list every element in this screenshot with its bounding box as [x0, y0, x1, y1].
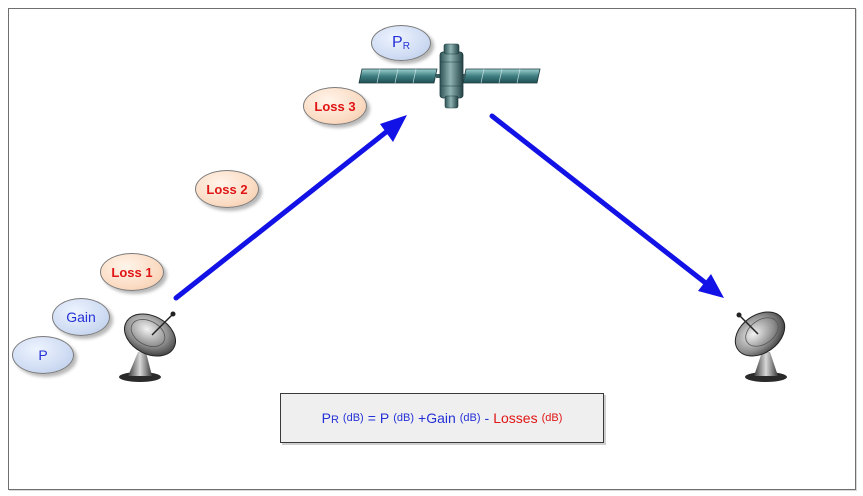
received-power-bubble: PR: [371, 25, 431, 61]
received-power-label: PR: [392, 34, 410, 52]
loss1-bubble: Loss 1: [100, 253, 164, 291]
formula-minus: -: [484, 410, 490, 426]
uplink-arrow: [173, 115, 407, 301]
transmit-dish-icon: [119, 311, 176, 382]
loss2-label: Loss 2: [206, 181, 248, 197]
formula-gain: +Gain: [418, 410, 456, 426]
satellite-icon: [358, 43, 541, 109]
formula-losses-unit: (dB): [541, 412, 563, 424]
link-budget-formula: PR (dB) = P (dB) +Gain (dB) - Losses (dB…: [280, 393, 604, 443]
formula-gain-unit: (dB): [459, 412, 481, 424]
formula-p-unit: (dB): [393, 412, 415, 424]
loss3-bubble: Loss 3: [303, 87, 367, 125]
receive-dish-icon: [734, 311, 787, 382]
power-label: P: [38, 347, 48, 363]
gain-bubble: Gain: [52, 298, 110, 336]
downlink-arrow: [489, 113, 724, 298]
loss1-label: Loss 1: [111, 264, 153, 280]
formula-p: P: [379, 410, 390, 426]
power-bubble: P: [12, 336, 74, 374]
gain-label: Gain: [66, 309, 96, 325]
formula-pr-unit: (dB): [342, 412, 364, 424]
loss3-label: Loss 3: [314, 98, 356, 114]
formula-equals: =: [367, 410, 376, 426]
formula-losses: Losses: [493, 410, 538, 426]
loss2-bubble: Loss 2: [195, 170, 259, 208]
formula-pr: PR: [321, 410, 339, 426]
